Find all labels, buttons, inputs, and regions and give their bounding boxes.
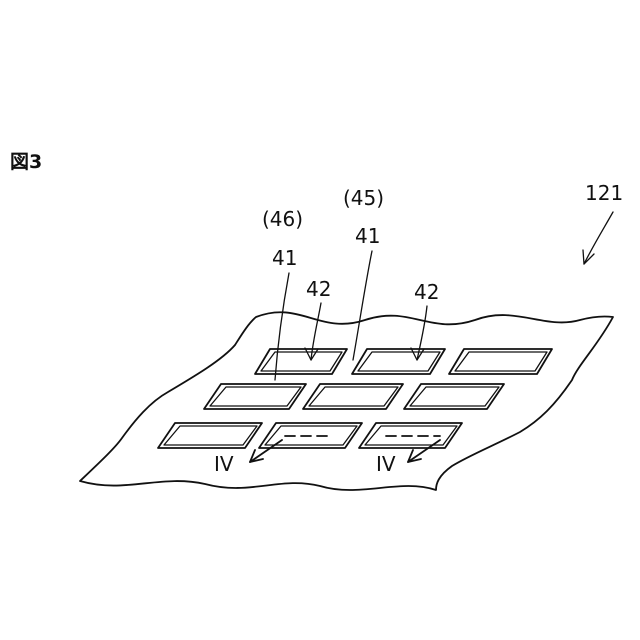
label-41-right: 41 xyxy=(355,224,380,248)
label-42-right: 42 xyxy=(414,280,439,304)
label-42-left: 42 xyxy=(306,277,331,301)
leader-121 xyxy=(584,212,613,264)
figure-title: 図3 xyxy=(10,151,42,173)
label-121: 121 xyxy=(585,181,623,205)
label-41-left: 41 xyxy=(272,246,297,270)
section-label-left: IV xyxy=(214,452,234,476)
label-45: (45) xyxy=(343,186,384,210)
wavy-sheet-outline xyxy=(80,312,613,490)
label-46: (46) xyxy=(262,207,303,231)
section-label-right: IV xyxy=(376,452,396,476)
